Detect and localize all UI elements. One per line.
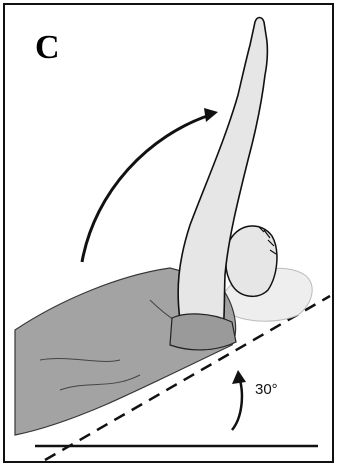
angle-arc [232,380,242,430]
angle-arc-head [232,370,246,384]
motion-arrow-head [204,108,218,122]
sleeve [170,314,236,350]
